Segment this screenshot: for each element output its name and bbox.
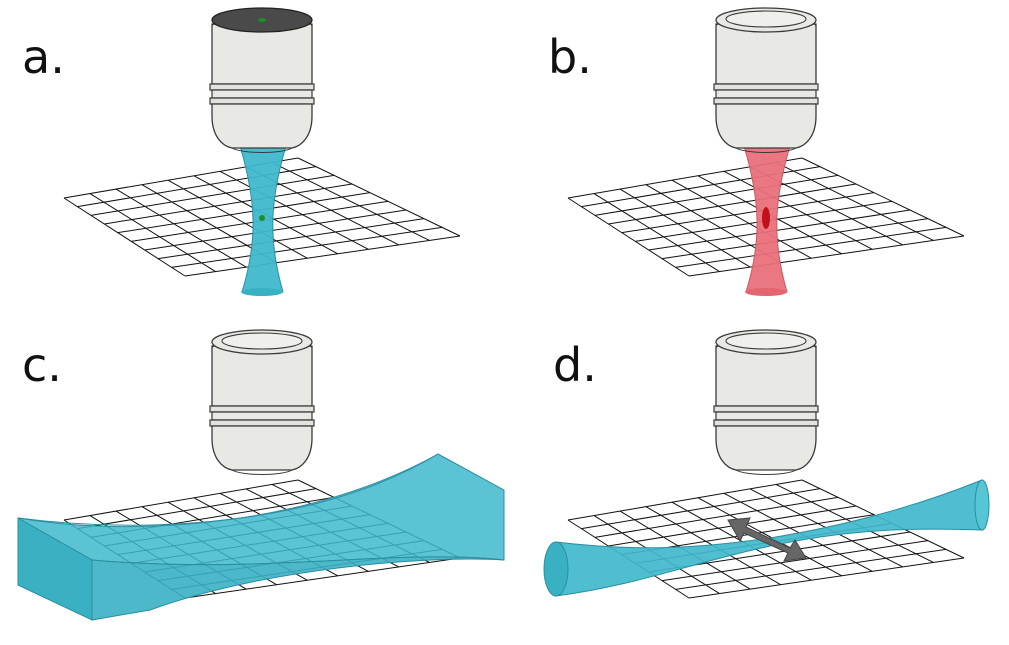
grid-line bbox=[144, 209, 407, 251]
grid-line bbox=[115, 188, 247, 268]
focus-spot bbox=[762, 207, 770, 229]
grid-line bbox=[63, 479, 299, 521]
grid-line bbox=[77, 488, 317, 530]
grid-line bbox=[117, 192, 371, 234]
objective-lens bbox=[209, 329, 315, 476]
grid-line bbox=[688, 557, 965, 599]
grid-line bbox=[619, 188, 751, 268]
grid-line bbox=[723, 492, 873, 572]
panel-label-b: b. bbox=[548, 30, 592, 84]
grid-line bbox=[697, 497, 843, 577]
grid-line bbox=[104, 183, 353, 225]
grid-line bbox=[581, 166, 821, 208]
grid-line bbox=[184, 235, 461, 277]
grid-line bbox=[567, 197, 690, 277]
grid-line bbox=[723, 170, 873, 250]
grid-line bbox=[167, 179, 308, 259]
grid-line bbox=[608, 183, 857, 225]
grid-line bbox=[621, 192, 875, 234]
grid-line bbox=[77, 166, 317, 208]
grid-line bbox=[297, 157, 461, 237]
grid-line bbox=[662, 218, 929, 260]
grid-line bbox=[89, 193, 216, 272]
grid-line bbox=[648, 209, 911, 251]
panel-label-c: c. bbox=[22, 338, 62, 392]
light-sheet bbox=[17, 453, 505, 621]
grid-line bbox=[675, 226, 947, 268]
panel-label-d: d. bbox=[553, 338, 597, 392]
grid-line bbox=[581, 488, 821, 530]
scan-direction-arrow bbox=[727, 517, 807, 562]
grid-line bbox=[171, 226, 443, 268]
grid-line bbox=[593, 193, 720, 272]
panel-c bbox=[17, 329, 505, 621]
grid-line bbox=[63, 197, 186, 277]
grid-line bbox=[158, 218, 425, 260]
grid-line bbox=[594, 496, 839, 538]
panel-label-a: a. bbox=[22, 30, 65, 84]
grid-line bbox=[688, 235, 965, 277]
grid-line bbox=[184, 557, 461, 599]
grid-line bbox=[671, 501, 812, 581]
grid-line bbox=[594, 174, 839, 216]
panel-a bbox=[63, 7, 461, 296]
grid-line bbox=[271, 161, 430, 241]
grid-line bbox=[662, 540, 929, 582]
objective-lens bbox=[713, 7, 819, 154]
grid-line bbox=[90, 174, 335, 216]
scanned-beam bbox=[543, 479, 990, 597]
sample-grid bbox=[567, 157, 965, 277]
grid-line bbox=[567, 479, 803, 521]
grid-line bbox=[671, 179, 812, 259]
grid-line bbox=[775, 161, 934, 241]
panel-d bbox=[543, 329, 990, 599]
focus-spot bbox=[259, 215, 265, 221]
grid-line bbox=[801, 157, 965, 237]
grid-line bbox=[219, 170, 369, 250]
objective-lens bbox=[209, 7, 315, 154]
grid-line bbox=[675, 548, 947, 590]
objective-lens bbox=[713, 329, 819, 476]
panel-b bbox=[567, 7, 965, 296]
